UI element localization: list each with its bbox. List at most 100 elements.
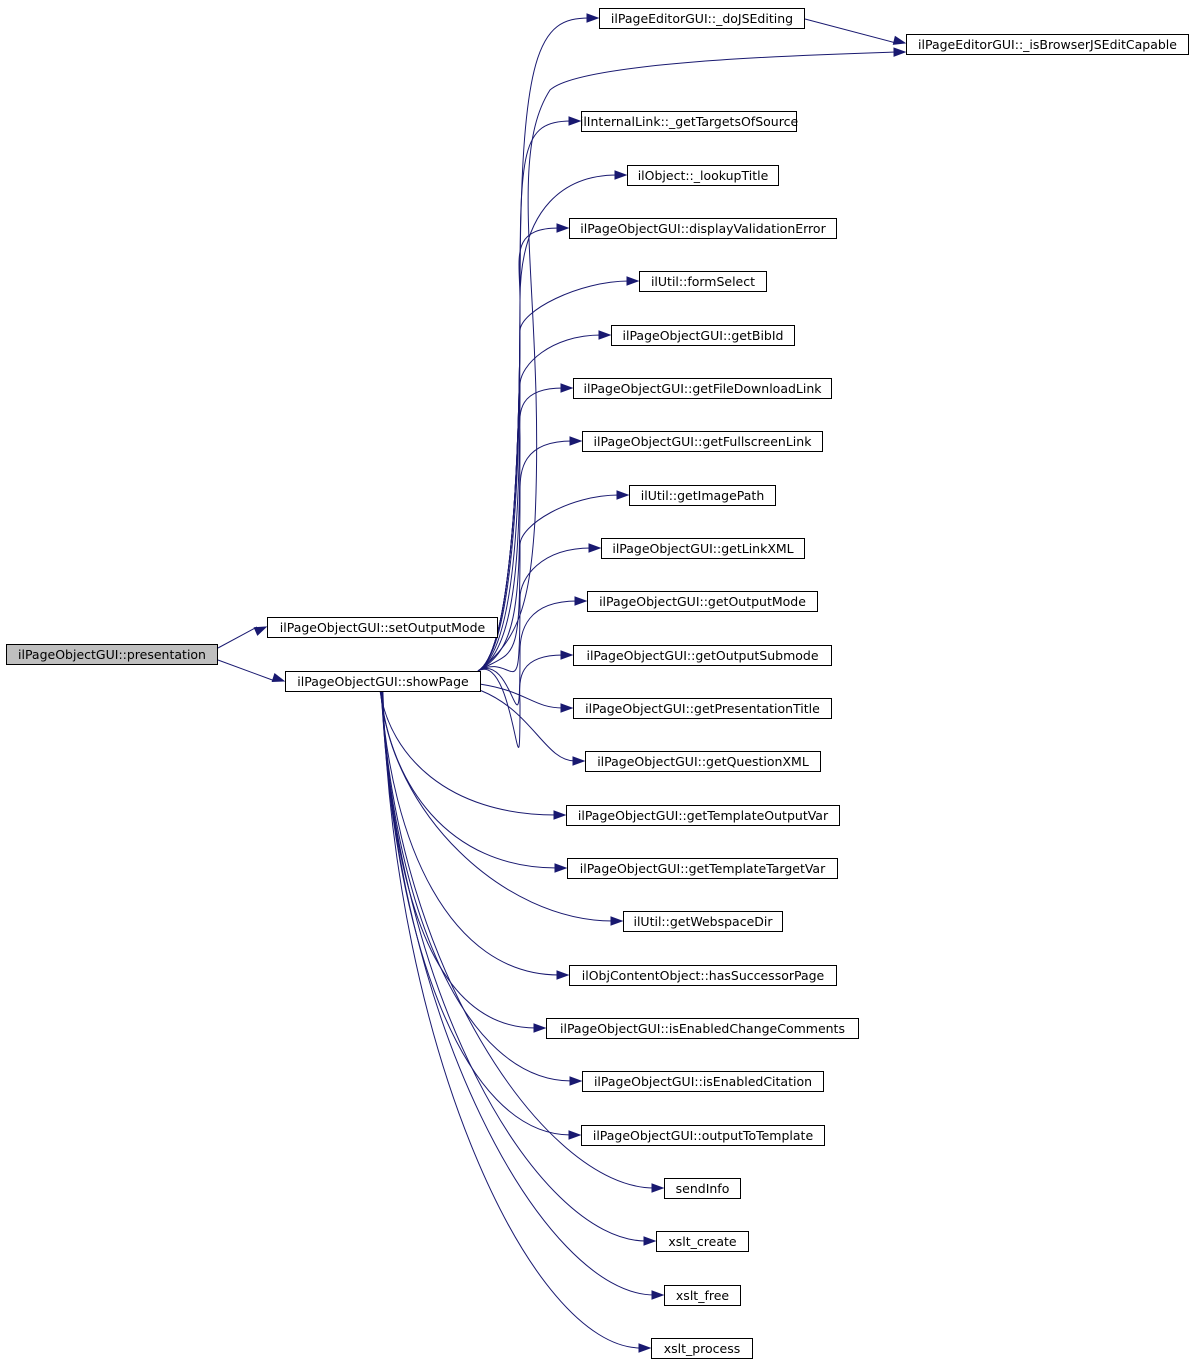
graph-edge-showPage-to-getFullscreenLink: [477, 436, 583, 672]
graph-edge-showPage-to-getTemplateTargetVar: [379, 691, 568, 873]
graph-edge-arrowhead: [253, 626, 268, 636]
graph-edge-arrowhead: [271, 673, 286, 683]
graph-node-label: ilPageEditorGUI::_isBrowserJSEditCapable: [918, 37, 1177, 52]
graph-node-box: [285, 671, 481, 692]
graph-node-box: [639, 271, 767, 292]
graph-node-getQuestionXML[interactable]: ilPageObjectGUI::getQuestionXML: [585, 751, 821, 772]
graph-node-label: xslt_create: [668, 1234, 737, 1249]
graph-node-isEnabledChangeComments[interactable]: ilPageObjectGUI::isEnabledChangeComments: [546, 1018, 859, 1039]
graph-edge-showPage-to-getQuestionXML: [480, 690, 586, 766]
graph-node-getOutputMode[interactable]: ilPageObjectGUI::getOutputMode: [587, 591, 818, 612]
graph-edge-arrowhead: [643, 1236, 657, 1246]
graph-edge-line: [382, 691, 642, 1349]
graph-node-box: [581, 111, 797, 132]
graph-node-box: [611, 325, 795, 346]
graph-edge-line: [477, 654, 564, 748]
graph-node-getFullscreenLink[interactable]: ilPageObjectGUI::getFullscreenLink: [582, 431, 823, 452]
graph-edge-arrowhead: [560, 650, 574, 660]
graph-node-isEnabledCitation[interactable]: ilPageObjectGUI::isEnabledCitation: [582, 1071, 824, 1092]
graph-node-label: ilPageObjectGUI::getPresentationTitle: [585, 701, 820, 716]
graph-edge-arrowhead: [533, 1023, 547, 1033]
graph-node-box: [664, 1285, 741, 1306]
graph-edge-showPage-to-getFileDownloadLink: [477, 383, 574, 672]
graph-node-label: ilPageObjectGUI::displayValidationError: [580, 221, 826, 236]
graph-edge-line: [480, 683, 564, 709]
graph-edge-showPage-to-getWebspaceDir: [380, 691, 624, 926]
graph-node-xslt_create[interactable]: xslt_create: [656, 1231, 749, 1252]
graph-node-label: ilPageObjectGUI::isEnabledCitation: [594, 1074, 812, 1089]
graph-node-showPage[interactable]: ilPageObjectGUI::showPage: [285, 671, 481, 692]
graph-edge-arrowhead: [651, 1183, 665, 1193]
graph-edge-line: [381, 691, 572, 1136]
graph-node-displayValidationError[interactable]: ilPageObjectGUI::displayValidationError: [569, 218, 837, 239]
graph-node-setOutputMode[interactable]: ilPageObjectGUI::setOutputMode: [267, 617, 498, 638]
graph-node-label: ilPageObjectGUI::setOutputMode: [280, 620, 486, 635]
graph-node-label: ilObjContentObject::hasSuccessorPage: [582, 968, 825, 983]
graph-edge-arrowhead: [626, 276, 640, 286]
graph-edge-arrowhead: [572, 756, 586, 766]
graph-edge-showPage-to-getTemplateOutputVar: [379, 691, 567, 820]
graph-edge-line: [381, 691, 647, 1242]
graph-edge-line: [382, 691, 655, 1296]
graph-node-box: [573, 378, 832, 399]
graph-node-box: [546, 1018, 859, 1039]
graph-node-getTemplateTargetVar[interactable]: ilPageObjectGUI::getTemplateTargetVar: [567, 858, 838, 879]
graph-node-box: [567, 858, 838, 879]
graph-edge-doJSEditing-to-isBrowserJSEditCapable: [804, 18, 907, 45]
graph-node-box: [587, 591, 818, 612]
graph-edge-showPage-to-xslt_process: [382, 691, 652, 1353]
graph-edge-line: [477, 387, 564, 672]
graph-node-box: [623, 911, 783, 932]
graph-node-xslt_process[interactable]: xslt_process: [651, 1338, 753, 1359]
graph-node-getLinkXML[interactable]: ilPageObjectGUI::getLinkXML: [601, 538, 805, 559]
graph-node-box: [582, 1071, 824, 1092]
graph-node-box: [566, 805, 840, 826]
graph-node-getOutputSubmode[interactable]: ilPageObjectGUI::getOutputSubmode: [573, 645, 832, 666]
graph-node-getTemplateOutputVar[interactable]: ilPageObjectGUI::getTemplateOutputVar: [566, 805, 840, 826]
graph-node-label: ilUtil::getWebspaceDir: [633, 914, 773, 929]
graph-node-presentation[interactable]: ilPageObjectGUI::presentation: [6, 644, 218, 665]
graph-edge-line: [379, 691, 557, 816]
graph-node-getImagePath[interactable]: ilUtil::getImagePath: [629, 485, 776, 506]
graph-node-box: [6, 644, 218, 665]
graph-node-getWebspaceDir[interactable]: ilUtil::getWebspaceDir: [623, 911, 783, 932]
graph-node-box: [581, 1125, 825, 1146]
graph-node-isBrowserJSEditCapable[interactable]: ilPageEditorGUI::_isBrowserJSEditCapable: [906, 34, 1189, 55]
graph-edge-line: [381, 691, 655, 1189]
graph-edge-showPage-to-xslt_free: [382, 691, 665, 1300]
graph-node-getBibId[interactable]: ilPageObjectGUI::getBibId: [611, 325, 795, 346]
graph-node-label: ilPageObjectGUI::getQuestionXML: [597, 754, 809, 769]
graph-node-hasSuccessorPage[interactable]: ilObjContentObject::hasSuccessorPage: [569, 965, 837, 986]
graph-node-doJSEditing[interactable]: ilPageEditorGUI::_doJSEditing: [599, 8, 805, 29]
graph-node-label: ilUtil::getImagePath: [641, 488, 765, 503]
graph-edge-arrowhead: [556, 223, 570, 233]
graph-node-box: [573, 698, 832, 719]
graph-node-label: ilPageObjectGUI::getOutputSubmode: [586, 648, 818, 663]
graph-edge-line: [804, 18, 897, 44]
graph-edge-line: [380, 691, 614, 922]
graph-node-box: [569, 218, 837, 239]
graph-edge-arrowhead: [586, 13, 600, 23]
graph-node-label: ilPageObjectGUI::getTemplateTargetVar: [580, 861, 826, 876]
graph-node-getTargetsOfSource[interactable]: ilInternalLink::_getTargetsOfSource: [580, 111, 799, 132]
graph-edge-line: [477, 17, 590, 672]
graph-edge-arrowhead: [568, 1130, 582, 1140]
graph-node-xslt_free[interactable]: xslt_free: [664, 1285, 741, 1306]
graph-node-label: ilPageObjectGUI::getOutputMode: [599, 594, 806, 609]
graph-node-label: ilPageObjectGUI::getFullscreenLink: [594, 434, 813, 449]
graph-edge-presentation-to-showPage: [217, 659, 286, 683]
graph-node-outputToTemplate[interactable]: ilPageObjectGUI::outputToTemplate: [581, 1125, 825, 1146]
graph-node-lookupTitle[interactable]: ilObject::_lookupTitle: [627, 165, 779, 186]
graph-edge-line: [380, 691, 560, 976]
graph-edge-arrowhead: [610, 916, 624, 926]
graph-node-getPresentationTitle[interactable]: ilPageObjectGUI::getPresentationTitle: [573, 698, 832, 719]
graph-node-box: [573, 645, 832, 666]
graph-node-box: [267, 617, 498, 638]
graph-edge-arrowhead: [569, 436, 583, 446]
graph-edge-line: [477, 280, 630, 672]
graph-node-formSelect[interactable]: ilUtil::formSelect: [639, 271, 767, 292]
graph-node-sendInfo[interactable]: sendInfo: [664, 1178, 741, 1199]
graph-node-getFileDownloadLink[interactable]: ilPageObjectGUI::getFileDownloadLink: [573, 378, 832, 399]
graph-edge-arrowhead: [568, 116, 582, 126]
graph-node-label: xslt_process: [664, 1341, 741, 1356]
